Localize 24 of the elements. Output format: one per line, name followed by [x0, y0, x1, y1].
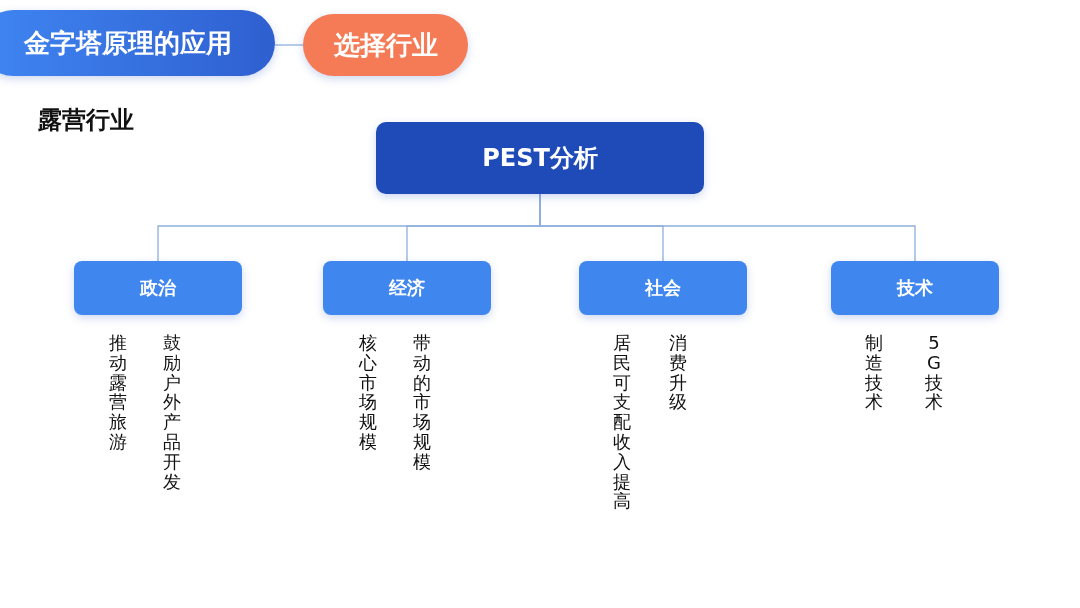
node-label: 金字塔原理的应用 [23, 26, 232, 60]
category-box [323, 261, 491, 315]
root-box [376, 122, 704, 194]
node-label: 技术 [897, 276, 933, 300]
vertical-note: 带动的市场规模 [413, 333, 431, 472]
category-box [831, 261, 999, 315]
vertical-note: 5G技术 [925, 333, 943, 413]
section-pill [303, 14, 468, 76]
node-label: 政治 [140, 276, 176, 300]
heading-text: 露营行业 [38, 105, 134, 136]
vertical-note: 消费升级 [669, 333, 687, 413]
header-pill [0, 10, 275, 76]
vertical-note: 核心市场规模 [359, 333, 377, 452]
node-label: 社会 [645, 276, 681, 300]
node-label: 选择行业 [333, 28, 438, 62]
vertical-note: 鼓励户外产品开发 [163, 333, 181, 492]
category-box [74, 261, 242, 315]
vertical-note: 推动露营旅游 [109, 333, 127, 452]
node-label: PEST分析 [482, 143, 598, 174]
category-box [579, 261, 747, 315]
vertical-note: 制造技术 [865, 333, 883, 413]
connector-line [274, 44, 304, 46]
vertical-note: 居民可支配收入提高 [613, 333, 631, 512]
node-label: 经济 [389, 276, 425, 300]
